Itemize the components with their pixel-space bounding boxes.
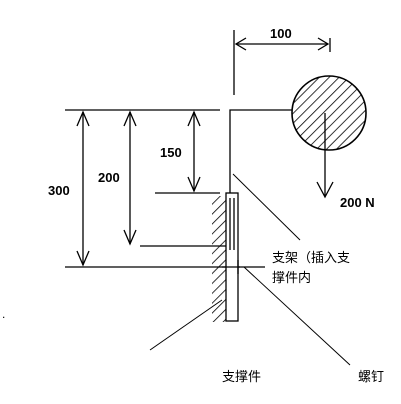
force-label: 200 N (340, 195, 375, 210)
arrow-right-100 (317, 37, 330, 51)
dimension-300 (76, 110, 90, 267)
force-arrow-head (316, 181, 334, 199)
dimension-200 (123, 110, 137, 246)
support-member (212, 192, 239, 322)
leader-support (149, 299, 223, 351)
support-label: 支撑件 (222, 370, 261, 385)
support-plate (225, 192, 239, 322)
stray-mark: . (2, 307, 5, 321)
force-arrow (316, 113, 334, 199)
leader-screw (243, 266, 351, 366)
leader-lines (149, 173, 351, 366)
dim-label-100: 100 (270, 26, 292, 41)
arrow-left-100 (234, 37, 247, 51)
load-ball (291, 75, 367, 151)
dim-label-300: 300 (48, 183, 70, 198)
dim-label-150: 150 (160, 145, 182, 160)
bracket-label-line2: 撑件内 (272, 270, 311, 286)
bracket-label-line1: 支架（插入支 (272, 251, 350, 266)
screw (222, 260, 240, 274)
dim-label-200: 200 (98, 170, 120, 185)
screw-label: 螺钉 (358, 370, 384, 385)
dimension-100 (233, 30, 331, 95)
leader-bracket (232, 173, 301, 241)
dimension-150 (187, 110, 201, 193)
wall-hatch (212, 196, 226, 322)
